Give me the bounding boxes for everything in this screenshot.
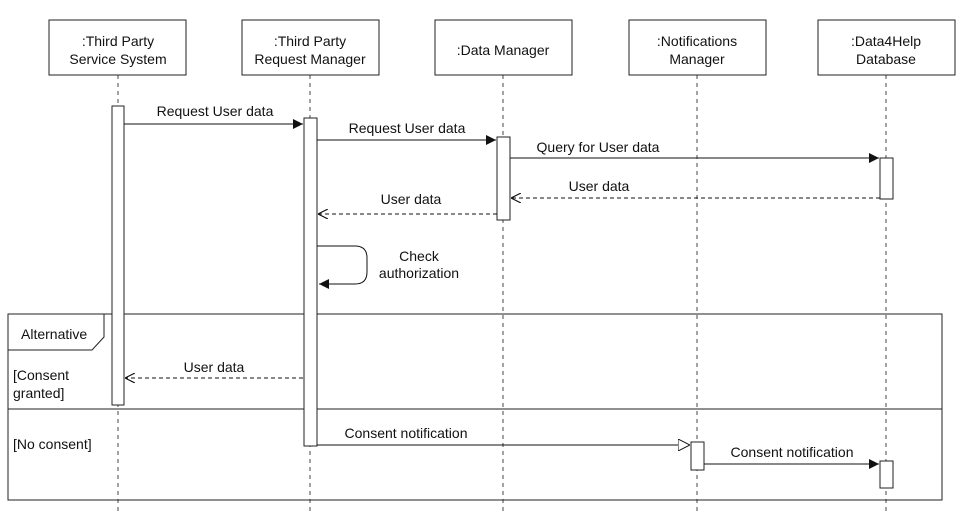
message-label: Query for User data bbox=[537, 139, 660, 155]
message-label: Consent notification bbox=[345, 425, 468, 441]
participant-name: Database bbox=[856, 51, 916, 67]
activation-request-manager bbox=[303, 117, 318, 447]
participant-box-database bbox=[817, 19, 956, 76]
participant-name: :Third Party bbox=[274, 33, 346, 49]
activation-third-party-service bbox=[111, 105, 125, 406]
participant-name: :Notifications bbox=[657, 33, 737, 49]
activation-database-query bbox=[879, 157, 894, 200]
message-label: Consent notification bbox=[731, 444, 854, 460]
activation-notifications-manager bbox=[690, 441, 705, 471]
self-message-arrow-check-authorization bbox=[317, 245, 368, 289]
participant-name: :Third Party bbox=[82, 33, 154, 49]
message-label: Check bbox=[399, 248, 440, 264]
guard-condition: [No consent] bbox=[13, 436, 92, 452]
fragment-label: Alternative bbox=[21, 326, 87, 342]
guard-condition: [Consent bbox=[13, 367, 69, 383]
participant-box-request-manager bbox=[241, 19, 380, 76]
message-label: Request User data bbox=[349, 120, 466, 136]
guard-condition: granted] bbox=[13, 385, 64, 401]
fragment-label-tab bbox=[8, 314, 105, 351]
message-label: User data bbox=[569, 178, 630, 194]
participant-name: Service System bbox=[69, 51, 166, 67]
participant-box-third-party-service bbox=[48, 19, 187, 76]
participant-name: :Data Manager bbox=[457, 42, 550, 58]
message-label: User data bbox=[381, 191, 442, 207]
message-label: User data bbox=[184, 359, 245, 375]
message-label: authorization bbox=[379, 265, 459, 281]
participant-name: Manager bbox=[669, 51, 725, 67]
participant-name: Request Manager bbox=[254, 51, 366, 67]
participant-box-data-manager bbox=[434, 19, 573, 76]
alternative-fragment bbox=[7, 313, 943, 501]
message-label: Request User data bbox=[157, 103, 274, 119]
activation-database-notification bbox=[879, 460, 894, 489]
participant-box-notifications-manager bbox=[628, 19, 767, 76]
activation-data-manager bbox=[496, 136, 511, 221]
participant-name: :Data4Help bbox=[851, 33, 921, 49]
